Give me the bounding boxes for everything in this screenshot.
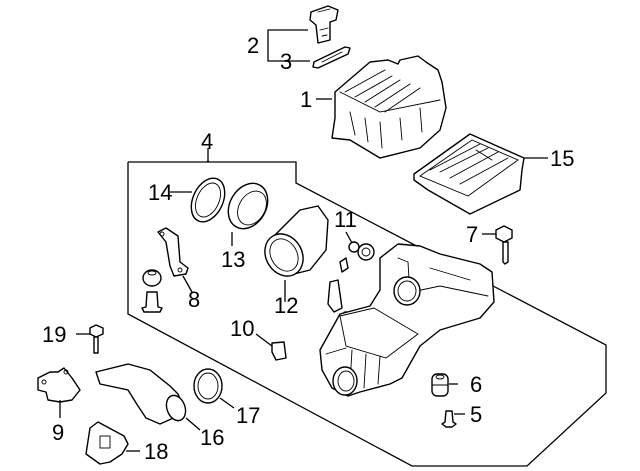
- callout-11[interactable]: 11: [334, 207, 357, 232]
- part-air-cleaner-upper-cover[interactable]: [331, 55, 447, 159]
- part-clip[interactable]: [271, 341, 287, 361]
- part-collar[interactable]: [441, 410, 457, 428]
- part-bracket[interactable]: [157, 227, 189, 277]
- part-air-cleaner-housing[interactable]: [319, 243, 495, 397]
- leader-lines: [59, 29, 548, 452]
- part-mass-airflow-sensor[interactable]: [309, 5, 339, 44]
- part-bolt[interactable]: [495, 225, 513, 265]
- part-clip-group: [327, 257, 350, 317]
- callout-4[interactable]: 4: [201, 129, 213, 154]
- callout-17[interactable]: 17: [236, 403, 260, 428]
- callout-13[interactable]: 13: [221, 247, 245, 272]
- callout-8[interactable]: 8: [188, 287, 200, 312]
- part-duct-clamp[interactable]: [193, 368, 223, 404]
- part-inlet-duct[interactable]: [95, 363, 189, 425]
- part-valve[interactable]: [348, 241, 375, 261]
- callout-14[interactable]: 14: [148, 180, 172, 205]
- callout-5[interactable]: 5: [470, 402, 482, 427]
- part-intake-duct[interactable]: [257, 205, 329, 283]
- callout-16[interactable]: 16: [200, 425, 224, 450]
- part-sensor-gasket[interactable]: [312, 46, 351, 69]
- callout-15[interactable]: 15: [550, 146, 574, 171]
- callout-12[interactable]: 12: [274, 293, 298, 318]
- callout-6[interactable]: 6: [470, 372, 482, 397]
- callout-9[interactable]: 9: [52, 420, 64, 445]
- part-grommet[interactable]: [431, 373, 449, 397]
- callout-labels: 2 3 1 4 15 7 14 13 12 11 8 10 6 5 19 9 1…: [42, 33, 574, 464]
- callout-10[interactable]: 10: [230, 316, 254, 341]
- part-resonator-bracket[interactable]: [85, 421, 129, 465]
- callout-18[interactable]: 18: [144, 439, 168, 464]
- part-grommet-group: [141, 269, 163, 313]
- part-air-filter-element[interactable]: [413, 133, 525, 215]
- callout-1[interactable]: 1: [300, 87, 312, 112]
- callout-7[interactable]: 7: [466, 222, 478, 247]
- part-hose-clamp[interactable]: [185, 173, 232, 227]
- assembly-group-frame: [127, 148, 607, 467]
- part-mount-bracket[interactable]: [37, 367, 81, 403]
- part-mount-bolt[interactable]: [89, 324, 104, 354]
- part-duct-seal[interactable]: [220, 176, 275, 236]
- callout-3[interactable]: 3: [280, 49, 292, 74]
- callout-2[interactable]: 2: [247, 33, 259, 58]
- callout-19[interactable]: 19: [42, 322, 66, 347]
